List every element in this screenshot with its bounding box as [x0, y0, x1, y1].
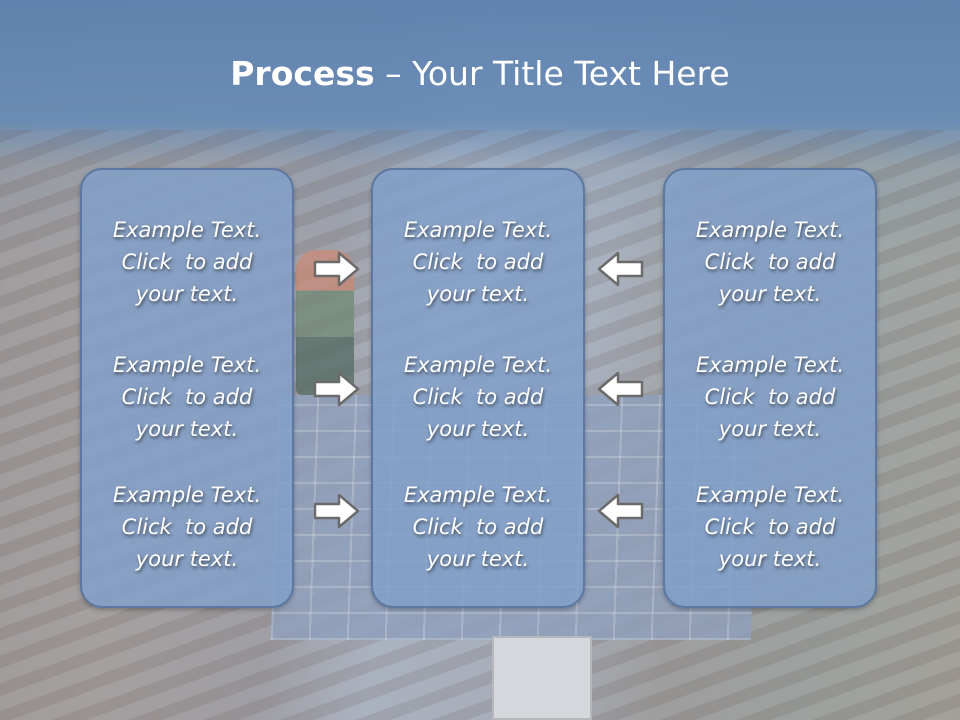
text-block[interactable]: Example Text. Click to add your text. [665, 349, 875, 445]
text-line: your text. [426, 547, 530, 571]
text-block[interactable]: Example Text. Click to add your text. [373, 479, 583, 575]
text-line: Click to add [704, 385, 836, 409]
text-line: your text. [426, 417, 530, 441]
text-line: Example Text. [695, 353, 845, 377]
text-line: Example Text. [403, 218, 553, 242]
arrow-right-icon[interactable] [313, 250, 361, 288]
text-line: Click to add [704, 250, 836, 274]
text-line: Example Text. [695, 483, 845, 507]
text-line: Click to add [412, 515, 544, 539]
arrow-right-icon[interactable] [313, 370, 361, 408]
text-block[interactable]: Example Text. Click to add your text. [665, 214, 875, 310]
text-line: your text. [426, 282, 530, 306]
text-line: Example Text. [112, 218, 262, 242]
process-column-right[interactable]: Example Text. Click to add your text. Ex… [663, 168, 877, 608]
process-column-left[interactable]: Example Text. Click to add your text. Ex… [80, 168, 294, 608]
text-line: Click to add [412, 385, 544, 409]
text-line: your text. [718, 547, 822, 571]
arrow-left-icon[interactable] [596, 492, 644, 530]
arrow-left-icon[interactable] [596, 250, 644, 288]
text-block[interactable]: Example Text. Click to add your text. [82, 479, 292, 575]
text-line: your text. [718, 417, 822, 441]
text-block[interactable]: Example Text. Click to add your text. [665, 479, 875, 575]
arrow-right-icon[interactable] [313, 492, 361, 530]
text-line: Click to add [704, 515, 836, 539]
text-line: Click to add [121, 385, 253, 409]
text-line: your text. [135, 547, 239, 571]
text-line: Example Text. [695, 218, 845, 242]
title-bold-part: Process [230, 54, 375, 93]
text-line: Click to add [412, 250, 544, 274]
text-line: Example Text. [112, 353, 262, 377]
process-column-center[interactable]: Example Text. Click to add your text. Ex… [371, 168, 585, 608]
text-block[interactable]: Example Text. Click to add your text. [373, 214, 583, 310]
text-line: your text. [718, 282, 822, 306]
background-junction-box [492, 636, 592, 720]
text-line: Click to add [121, 515, 253, 539]
slide-title[interactable]: Process – Your Title Text Here [0, 52, 960, 96]
text-line: Example Text. [112, 483, 262, 507]
text-block[interactable]: Example Text. Click to add your text. [82, 349, 292, 445]
text-line: your text. [135, 417, 239, 441]
text-block[interactable]: Example Text. Click to add your text. [82, 214, 292, 310]
text-line: Example Text. [403, 483, 553, 507]
text-block[interactable]: Example Text. Click to add your text. [373, 349, 583, 445]
text-line: your text. [135, 282, 239, 306]
arrow-left-icon[interactable] [596, 370, 644, 408]
text-line: Click to add [121, 250, 253, 274]
title-rest-part: – Your Title Text Here [374, 54, 730, 93]
text-line: Example Text. [403, 353, 553, 377]
